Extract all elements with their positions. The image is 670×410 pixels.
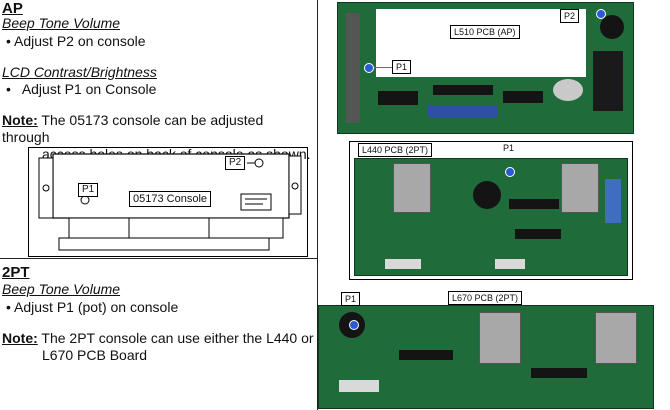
l670-label-sticker — [339, 380, 379, 392]
twopt-beep-label: Beep Tone Volume — [2, 281, 121, 297]
l670-p1-pot — [349, 320, 359, 330]
l440-buzzer — [473, 181, 501, 209]
ap-note-label: Note: — [2, 112, 38, 128]
twopt-beep-text: Adjust P1 (pot) on console — [14, 299, 179, 315]
l440-p1-label: P1 — [503, 143, 515, 153]
l440-p1-pot — [505, 167, 515, 177]
l510-p2-pot — [596, 9, 606, 19]
l670-db-connector — [479, 312, 521, 364]
twopt-note-label: Note: — [2, 330, 38, 346]
l440-chip — [515, 229, 561, 239]
l440-label-sticker — [495, 259, 525, 269]
l510-connector — [428, 105, 498, 117]
l510-pcb: P1 P2 L510 PCB (AP) — [337, 2, 634, 134]
l510-battery — [553, 79, 583, 101]
l510-chip — [503, 91, 543, 103]
console-p1-label: P1 — [78, 183, 99, 197]
l440-db-connector — [561, 163, 599, 213]
ap-note-text: The 05173 console can be adjusted throug… — [2, 112, 264, 145]
l670-p1-label: P1 — [341, 292, 361, 306]
twopt-note-text: The 2PT console can use either the L440 … — [41, 330, 314, 346]
vertical-divider — [317, 0, 318, 410]
ap-lcd-text: Adjust P1 on Console — [21, 81, 157, 97]
twopt-note: Note: The 2PT console can use either the… — [2, 330, 314, 364]
l440-pcb — [354, 158, 628, 276]
twopt-note-text2: L670 PCB Board — [42, 347, 148, 363]
ap-lcd-item: • Adjust P1 on Console — [6, 81, 157, 97]
l510-buzzer — [600, 15, 624, 39]
twopt-title: 2PT — [2, 264, 30, 281]
twopt-beep-item: • Adjust P1 (pot) on console — [6, 299, 179, 315]
l510-p1-pot — [364, 63, 374, 73]
console-diagram: P1 P2 05173 Console — [28, 147, 308, 257]
l440-connector — [605, 179, 621, 223]
l670-pcb — [318, 305, 654, 409]
l510-p1-leader — [374, 67, 392, 68]
l670-label: L670 PCB (2PT) — [448, 291, 523, 305]
l510-chip — [593, 51, 623, 111]
l440-frame: L440 PCB (2PT) P1 — [349, 141, 633, 280]
console-p2-label: P2 — [225, 156, 246, 170]
l510-label: L510 PCB (AP) — [450, 25, 520, 39]
l440-label-sticker — [385, 259, 421, 269]
l510-p1-label: P1 — [392, 60, 412, 74]
l670-db-connector — [595, 312, 637, 364]
console-label: 05173 Console — [129, 191, 212, 207]
l440-db-connector — [393, 163, 431, 213]
ap-lcd-label: LCD Contrast/Brightness — [2, 64, 157, 80]
l670-chip — [399, 350, 453, 360]
l510-header — [346, 13, 360, 123]
l510-p2-label: P2 — [560, 9, 580, 23]
l510-chip — [378, 91, 418, 105]
ap-beep-label: Beep Tone Volume — [2, 15, 121, 31]
l440-label: L440 PCB (2PT) — [358, 143, 433, 157]
l670-chip — [531, 368, 587, 378]
ap-beep-item: • Adjust P2 on console — [6, 33, 146, 49]
l440-chip — [509, 199, 559, 209]
l510-chip — [433, 85, 493, 95]
horizontal-divider — [0, 258, 317, 259]
ap-title: AP — [2, 0, 23, 17]
ap-beep-text: Adjust P2 on console — [14, 33, 146, 49]
